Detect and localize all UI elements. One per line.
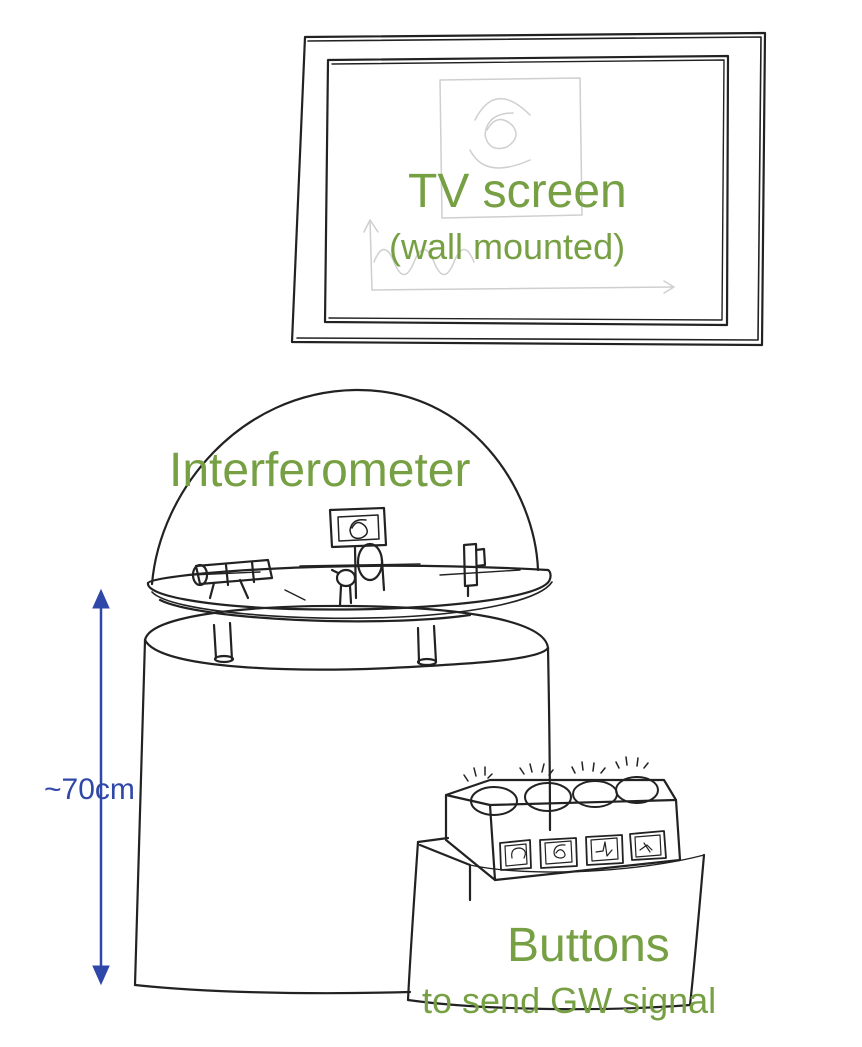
interferometer-label: Interferometer xyxy=(169,444,471,497)
mirror-icon xyxy=(462,542,487,598)
signal-button-4 xyxy=(615,776,659,804)
buttons-sublabel: to send GW signal xyxy=(422,980,717,1021)
height-arrow xyxy=(92,588,110,986)
spiral-wave-icon xyxy=(539,837,578,869)
laser-icon xyxy=(191,558,274,600)
interferometer xyxy=(146,388,553,623)
height-label: ~70cm xyxy=(44,773,135,806)
signal-button-1 xyxy=(470,786,518,816)
tv-screen-content xyxy=(363,77,675,294)
tv-screen-label: TV screen xyxy=(408,165,627,218)
beam-splitter-icon xyxy=(328,506,388,607)
circular-wave-icon xyxy=(499,839,532,871)
signal-button-2 xyxy=(524,782,572,812)
buttons-label: Buttons xyxy=(507,919,670,972)
tv-screen xyxy=(290,31,767,347)
button-box xyxy=(444,778,682,882)
chirp-wave-icon xyxy=(629,830,667,861)
signal-buttons xyxy=(463,756,659,816)
pedestal xyxy=(133,604,552,995)
tv-screen-sublabel: (wall mounted) xyxy=(389,226,626,267)
burst-wave-icon xyxy=(585,834,624,866)
